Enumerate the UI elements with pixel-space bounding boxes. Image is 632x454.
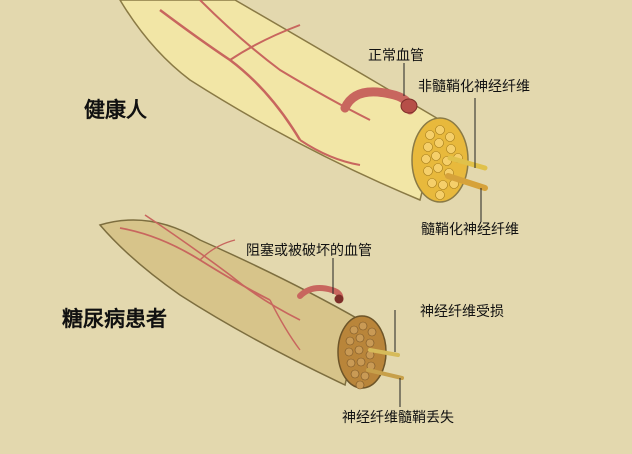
label-normal-blood-vessel: 正常血管 xyxy=(368,48,424,64)
label-myelinated-fiber: 髓鞘化神经纤维 xyxy=(421,222,519,238)
diabetic-title: 糖尿病患者 xyxy=(62,307,167,331)
diabetic-demyelinated-fiber xyxy=(366,368,404,380)
diabetic-fascicle-cells xyxy=(344,321,377,390)
healthy-fascicle-cells xyxy=(421,125,463,200)
healthy-nerve-bundle xyxy=(119,0,441,202)
diabetic-nerve xyxy=(98,214,404,407)
diabetic-damaged-fiber xyxy=(368,348,400,357)
label-myelin-loss: 神经纤维髓鞘丢失 xyxy=(342,410,454,426)
healthy-nerve xyxy=(119,0,488,222)
healthy-myelinated-fiber xyxy=(445,173,488,191)
diabetic-surface-vessel xyxy=(269,299,301,351)
diabetic-surface-vessel xyxy=(144,214,301,321)
label-blocked-vessel: 阻塞或被破坏的血管 xyxy=(246,243,372,259)
label-damaged-fiber: 神经纤维受损 xyxy=(420,304,504,320)
healthy-title: 健康人 xyxy=(84,98,147,122)
healthy-blood-vessel-opening xyxy=(400,98,418,114)
healthy-unmyelinated-fiber xyxy=(447,155,488,171)
diabetic-blocked-vessel-opening xyxy=(334,294,344,304)
healthy-surface-vessel xyxy=(229,24,301,61)
label-unmyelinated-fiber: 非髓鞘化神经纤维 xyxy=(418,79,530,95)
diabetic-surface-vessel xyxy=(199,239,236,261)
healthy-surface-vessel xyxy=(299,139,361,166)
